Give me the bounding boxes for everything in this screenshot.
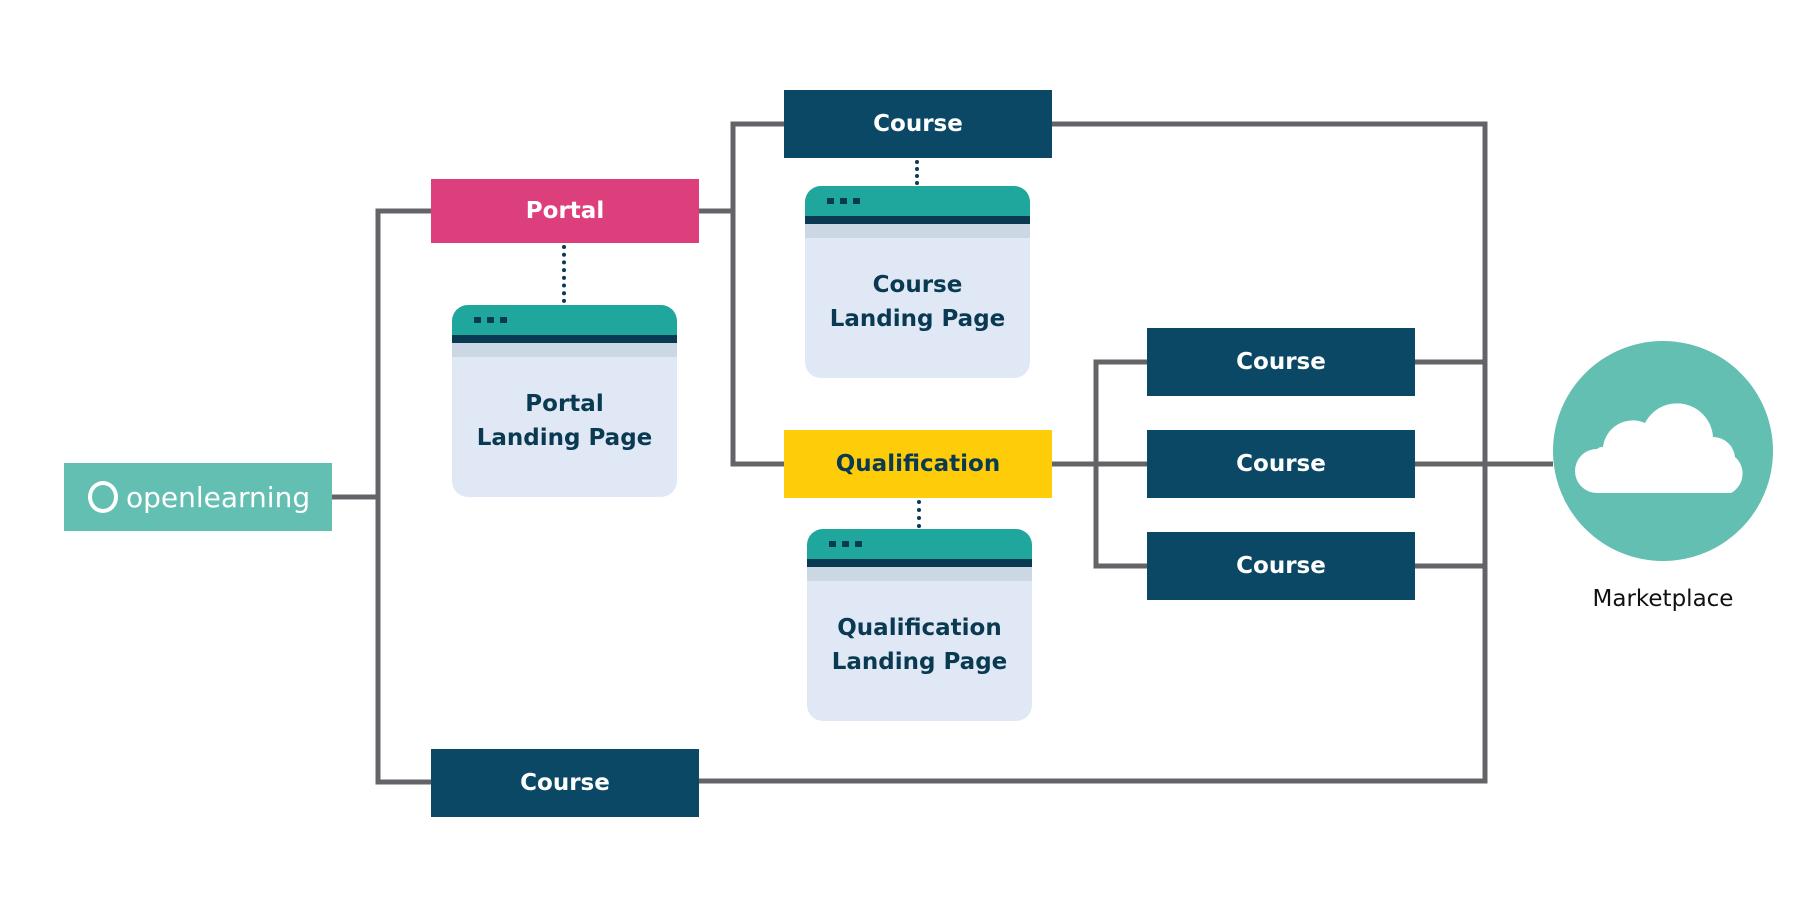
qualification-dotted-link [917, 500, 921, 528]
qualification-landing-title-1: Qualification [837, 615, 1002, 641]
qualification-landing-title-2: Landing Page [831, 649, 1008, 675]
qualification-course-1[interactable]: Course [1147, 328, 1415, 396]
logo-text: openlearning [126, 480, 311, 514]
course-label: Course [1236, 451, 1326, 477]
window-dots-icon [474, 317, 507, 323]
course-landing-title-2: Landing Page [829, 306, 1006, 332]
connector-top-course-market [699, 121, 1488, 784]
portal-node[interactable]: Portal [431, 179, 699, 243]
course-landing-title-1: Course [872, 272, 963, 298]
cloud-icon [1575, 403, 1743, 493]
course-node-bottom[interactable]: Course [431, 749, 699, 817]
qualification-course-2[interactable]: Course [1147, 430, 1415, 498]
browser-bar [807, 529, 1032, 559]
qualification-node[interactable]: Qualification [784, 430, 1052, 498]
portal-landing-title-1: Portal [525, 391, 604, 417]
connector-qual-split [1093, 359, 1147, 569]
course-dotted-link [915, 160, 919, 185]
course-label: Course [1236, 553, 1326, 579]
connector-branch [730, 121, 784, 467]
browser-bar [805, 186, 1030, 216]
browser-bar [452, 305, 677, 335]
course-label: Course [520, 770, 610, 796]
window-dots-icon [827, 198, 860, 204]
course-node-top[interactable]: Course [784, 90, 1052, 158]
course-label: Course [873, 111, 963, 137]
window-dots-icon [829, 541, 862, 547]
marketplace-node[interactable] [1553, 341, 1773, 561]
portal-landing-title-2: Landing Page [476, 425, 653, 451]
qualification-label: Qualification [835, 451, 1001, 477]
portal-dotted-link [562, 245, 566, 303]
openlearning-logo-icon [88, 481, 118, 513]
connector-trunk-portal [375, 208, 431, 785]
portal-label: Portal [525, 198, 605, 224]
qualification-course-3[interactable]: Course [1147, 532, 1415, 600]
marketplace-label: Marketplace [1592, 586, 1734, 612]
course-label: Course [1236, 349, 1326, 375]
openlearning-logo[interactable]: openlearning [64, 463, 332, 531]
